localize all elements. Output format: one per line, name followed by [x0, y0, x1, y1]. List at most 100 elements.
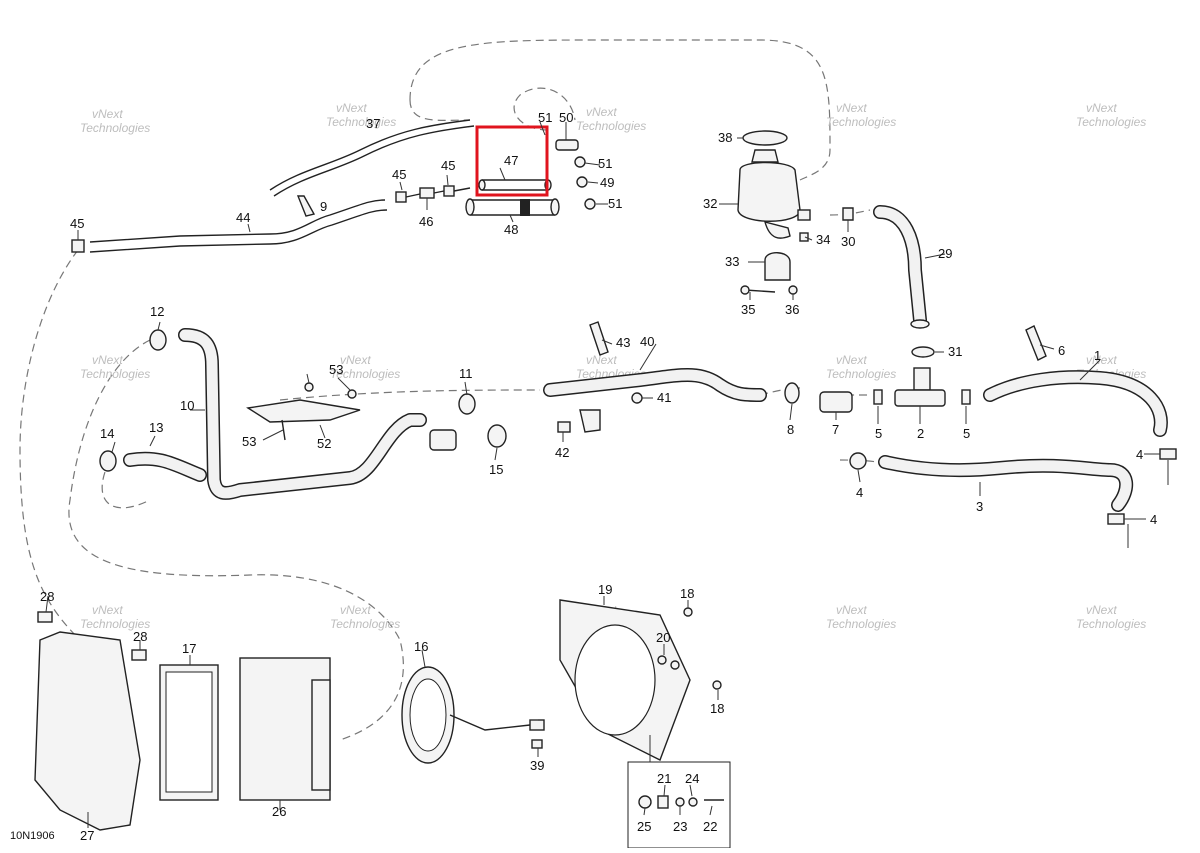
watermark-vnext: vNext: [336, 101, 367, 115]
label-part-53: 53: [329, 362, 343, 377]
part-5-clamp: [961, 389, 971, 405]
label-part-10: 10: [180, 398, 194, 413]
watermark-vnext: vNext: [1086, 353, 1117, 367]
part-18-nut: [712, 680, 722, 690]
label-part-15: 15: [489, 462, 503, 477]
part-21-spacer: [657, 795, 669, 809]
label-part-53: 53: [242, 434, 256, 449]
label-part-4: 4: [856, 485, 863, 500]
part-29-hose: [842, 205, 930, 329]
label-part-50: 50: [559, 110, 573, 125]
clamp-45-left: [71, 239, 85, 253]
watermark-vnext: vNext: [92, 353, 123, 367]
label-part-12: 12: [150, 304, 164, 319]
watermark-vnext: vNext: [1086, 101, 1117, 115]
label-part-51: 51: [538, 110, 552, 125]
part-labels: 1 2 3 4 4 4 5 5 6 7 8 9 10 11 12 13 14 1…: [40, 110, 1157, 843]
watermark-vnext: vNext: [92, 603, 123, 617]
label-part-1: 1: [1094, 348, 1101, 363]
label-part-45: 45: [392, 167, 406, 182]
watermark-technologies: Technologies: [330, 367, 400, 381]
label-part-8: 8: [787, 422, 794, 437]
watermark-technologies: Technologies: [80, 617, 150, 631]
label-part-37: 37: [366, 116, 380, 131]
label-part-52: 52: [317, 436, 331, 451]
parts-33-35-36: [740, 252, 798, 295]
part-47-hose: [478, 179, 552, 191]
label-part-31: 31: [948, 344, 962, 359]
label-part-6: 6: [1058, 343, 1065, 358]
label-part-5: 5: [875, 426, 882, 441]
part-7-sleeve: [819, 391, 853, 413]
part-44-hose: [71, 199, 388, 253]
label-part-26: 26: [272, 804, 286, 819]
watermark-vnext: vNext: [836, 353, 867, 367]
watermark-vnext: vNext: [586, 353, 617, 367]
part-53-screw: [347, 389, 357, 399]
label-part-32: 32: [703, 196, 717, 211]
part-5-clamp: [873, 389, 883, 405]
watermark-technologies: Technologies: [1076, 115, 1146, 129]
label-part-49: 49: [600, 175, 614, 190]
part-12-clamp: [149, 329, 167, 351]
part-28-clip: [37, 611, 53, 623]
hardware-kit: [627, 735, 731, 849]
label-part-4: 4: [1136, 447, 1143, 462]
part-30-clamp: [842, 207, 854, 221]
connectors-45-46: [395, 185, 471, 203]
part-14-clamp: [99, 450, 117, 472]
part-40-pipe: [543, 321, 767, 433]
watermark-technologies: Technologies: [576, 119, 646, 133]
part-10-hose: [99, 328, 457, 500]
part-23-washer: [675, 797, 685, 807]
label-part-51: 51: [598, 156, 612, 171]
label-part-13: 13: [149, 420, 163, 435]
watermark-vnext: vNext: [92, 107, 123, 121]
label-part-51: 51: [608, 196, 622, 211]
label-part-23: 23: [673, 819, 687, 834]
watermark-technologies: Technologies: [826, 617, 896, 631]
label-part-28: 28: [133, 629, 147, 644]
watermark-technologies: Technologies: [80, 367, 150, 381]
label-part-38: 38: [718, 130, 732, 145]
watermark-vnext: vNext: [836, 101, 867, 115]
label-part-47: 47: [504, 153, 518, 168]
part-16-fan: [401, 666, 545, 764]
watermark-technologies: Technologies: [1076, 617, 1146, 631]
label-part-44: 44: [236, 210, 250, 225]
diagram-code: 10N1906: [10, 830, 55, 842]
part-11-clamp: [458, 393, 476, 415]
label-part-39: 39: [530, 758, 544, 773]
part-4-clamp: [1107, 513, 1125, 525]
part-18-nut: [683, 607, 693, 617]
label-part-45: 45: [441, 158, 455, 173]
part-15-clamp: [487, 424, 507, 448]
part-28-clip: [131, 649, 147, 661]
label-part-20: 20: [656, 630, 670, 645]
part-32-reservoir: [737, 130, 811, 242]
part-43-clip: [589, 321, 609, 356]
pipe-bracket: [579, 409, 601, 433]
part-31-clamp: [911, 346, 935, 358]
label-part-46: 46: [419, 214, 433, 229]
watermark-vnext: vNext: [340, 603, 371, 617]
part-4-clamp: [849, 452, 867, 470]
label-part-42: 42: [555, 445, 569, 460]
label-part-41: 41: [657, 390, 671, 405]
label-part-21: 21: [657, 771, 671, 786]
watermark-technologies: Technologies: [826, 367, 896, 381]
label-part-25: 25: [637, 819, 651, 834]
part-24-washer: [688, 797, 698, 807]
label-part-30: 30: [841, 234, 855, 249]
watermark-technologies: Technologies: [326, 115, 396, 129]
part-25-grommet: [638, 795, 652, 809]
connector: [529, 719, 545, 731]
watermark-vnext: vNext: [1086, 603, 1117, 617]
part-42-bolt: [557, 421, 571, 433]
watermark-technologies: Technologies: [80, 121, 150, 135]
part-53-screw: [304, 382, 314, 392]
part-41-nut: [631, 392, 643, 404]
label-part-40: 40: [640, 334, 654, 349]
